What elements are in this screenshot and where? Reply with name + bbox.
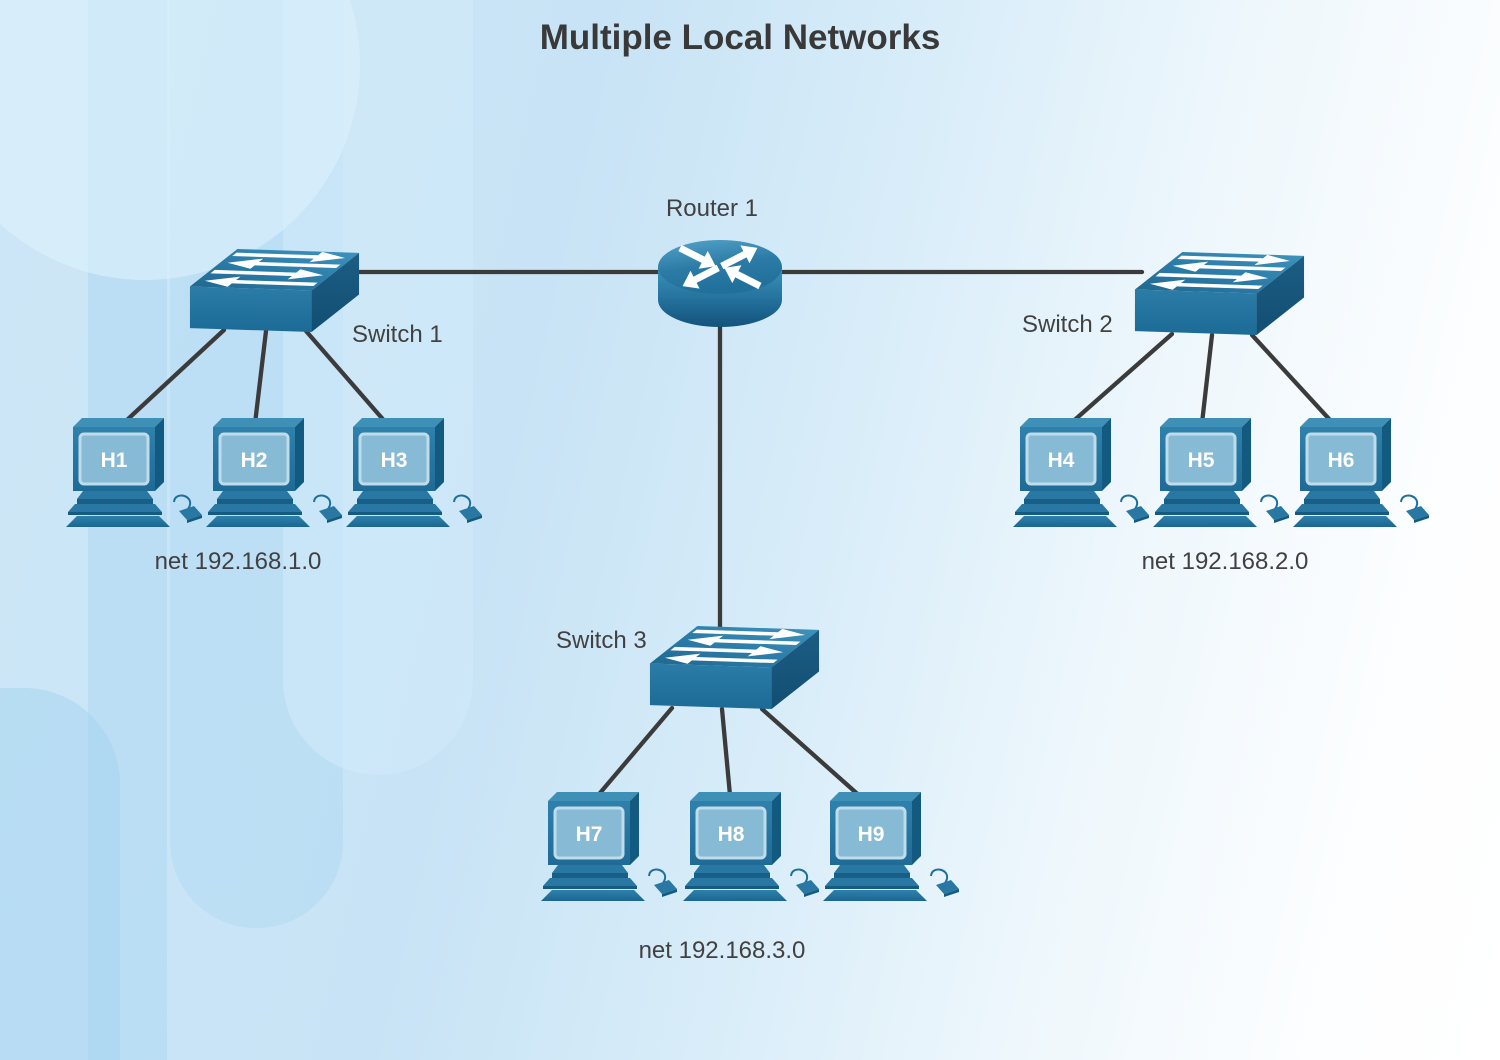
desktop-computer-icon: H8	[680, 788, 830, 903]
host-h3: H3	[343, 414, 493, 529]
host-label: H3	[381, 449, 408, 472]
host-h5: H5	[1150, 414, 1300, 529]
host-h9: H9	[820, 788, 970, 903]
switch1-icon	[185, 243, 363, 337]
connection-line-switch2-h5	[1198, 332, 1215, 435]
connection-line-switch3-h8	[719, 706, 734, 809]
desktop-computer-icon: H9	[820, 788, 970, 903]
switch2-icon	[1130, 246, 1308, 340]
host-label: H4	[1048, 449, 1075, 472]
host-label: H1	[101, 449, 128, 472]
host-label: H8	[718, 823, 745, 846]
connection-line-switch2-h6	[1249, 332, 1344, 435]
desktop-computer-icon: H6	[1290, 414, 1440, 529]
network2-label: net 192.168.2.0	[1141, 548, 1309, 575]
connection-line-switch2-h4	[1058, 331, 1175, 435]
desktop-computer-icon: H7	[538, 788, 688, 903]
host-h1: H1	[63, 414, 213, 529]
router1-label: Router 1	[665, 195, 759, 222]
desktop-computer-icon: H1	[63, 414, 213, 529]
switch3-icon	[645, 620, 823, 714]
switch2-label: Switch 2	[1022, 311, 1113, 338]
page-title: Multiple Local Networks	[539, 18, 941, 57]
router-icon	[655, 238, 785, 330]
host-label: H5	[1188, 449, 1215, 472]
host-h4: H4	[1010, 414, 1160, 529]
host-h8: H8	[680, 788, 830, 903]
switch3-label: Switch 3	[556, 627, 647, 654]
desktop-computer-icon: H5	[1150, 414, 1300, 529]
switch1-label: Switch 1	[352, 321, 443, 348]
desktop-computer-icon: H2	[203, 414, 353, 529]
host-h2: H2	[203, 414, 353, 529]
host-h7: H7	[538, 788, 688, 903]
host-label: H9	[858, 823, 885, 846]
desktop-computer-icon: H4	[1010, 414, 1160, 529]
network1-label: net 192.168.1.0	[154, 548, 322, 575]
host-label: H2	[241, 449, 268, 472]
connection-line-switch3-h7	[586, 705, 675, 809]
host-label: H6	[1328, 449, 1355, 472]
connection-line-switch3-h9	[759, 706, 874, 809]
host-h6: H6	[1290, 414, 1440, 529]
host-label: H7	[576, 823, 603, 846]
desktop-computer-icon: H3	[343, 414, 493, 529]
network3-label: net 192.168.3.0	[638, 937, 806, 964]
